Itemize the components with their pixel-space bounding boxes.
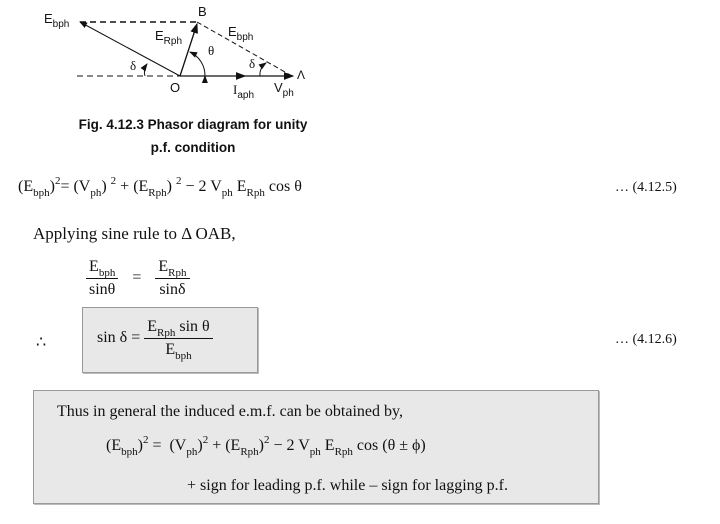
label-ebph: Ebph [44,11,70,30]
ebph-phasor [79,21,181,77]
figure-caption-line2: p.f. condition [150,140,236,155]
sign-note: + sign for leading p.f. while – sign for… [187,477,508,494]
label-a: Λ [297,68,306,82]
label-vph: Vph [274,80,294,99]
equation-number-4-12-5: … (4.12.5) [615,180,677,195]
therefore-symbol: ∴ [36,334,47,351]
phasor-diagram [77,21,295,84]
label-b: B [198,4,207,19]
theta-arc [189,51,208,84]
label-o: O [170,80,181,95]
label-ebph-2: Ebph [228,24,254,43]
label-theta: θ [208,43,215,58]
general-equation: (Ebph)2 = (Vph)2 + (ERph)2 − 2 Vph ERph … [106,434,426,458]
delta-arc-2 [258,62,267,77]
figure-caption-line1: Fig. 4.12.3 Phasor diagram for unity [78,117,308,132]
label-iaph: Iaph [233,82,255,101]
label-delta: δ [130,58,137,73]
equation-4-12-5: (Ebph)2= (Vph) 2 + (ERph) 2 − 2 Vph ERph… [18,175,302,199]
erph-phasor [179,22,198,77]
general-intro: Thus in general the induced e.m.f. can b… [57,403,403,420]
dashed-ebph-line [196,21,293,77]
label-delta-2: δ [249,56,256,71]
delta-arc [140,63,148,77]
equation-number-4-12-6: … (4.12.6) [615,332,677,347]
sine-rule-text: Applying sine rule to Δ OAB, [33,224,236,243]
general-result-box: Thus in general the induced e.m.f. can b… [33,390,599,504]
label-erph: ERph [155,28,183,47]
